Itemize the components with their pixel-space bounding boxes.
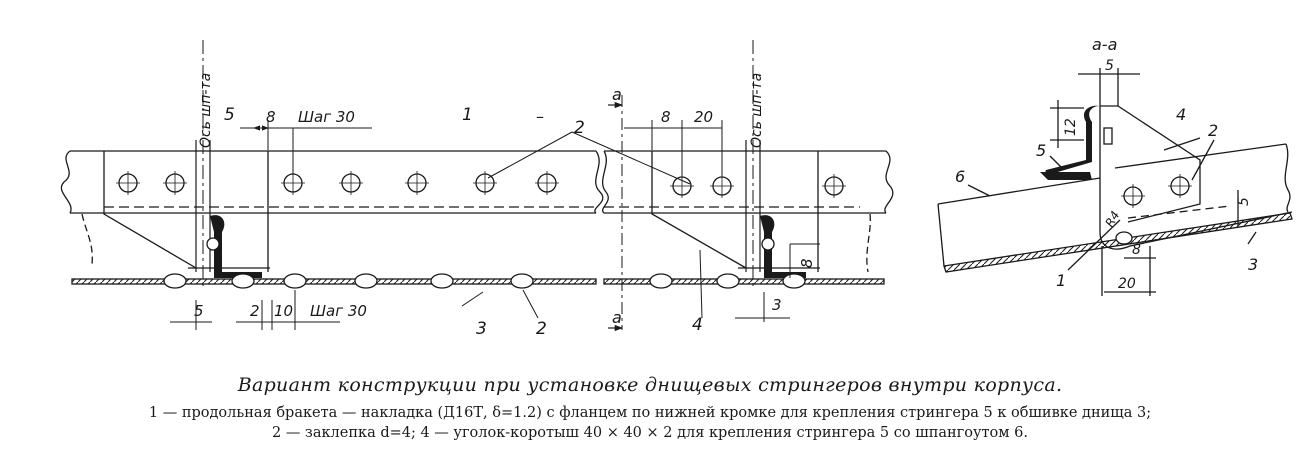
section-dim-8: 8 <box>1132 242 1141 258</box>
dim-8-right: 8 <box>661 108 671 126</box>
caption-title: Вариант конструкции при установке днищев… <box>237 374 1063 396</box>
section-callout-3: 3 <box>1248 255 1258 274</box>
dim-10: 10 <box>274 302 293 320</box>
section-callout-1: 1 <box>1056 271 1066 290</box>
section-callout-6: 6 <box>955 167 965 186</box>
section-callout-5: 5 <box>1036 141 1046 160</box>
callout-3: 3 <box>476 319 487 339</box>
section-view <box>937 68 1293 296</box>
callout-5: 5 <box>224 105 235 125</box>
bottom-plating-3 <box>71 278 597 285</box>
callout-1: 1 <box>462 105 473 125</box>
bracket-1 <box>81 151 860 272</box>
section-callout-2: 2 <box>1208 121 1218 140</box>
section-radius: R4 <box>1102 209 1122 230</box>
dim-pitch-30-top: Шаг 30 <box>298 108 355 126</box>
main-dimensions <box>170 120 820 330</box>
main-view <box>60 40 894 332</box>
section-view-labels: а-а 5 12 5 8 20 R4 1 2 3 4 5 6 <box>955 35 1258 292</box>
section-callout-4: 4 <box>1176 105 1186 124</box>
frame-axis-label-right: Ось шп-та <box>749 73 765 148</box>
technical-drawing: Ось шп-та Ось шп-та a a 1 2 2 3 4 5 – 8 … <box>60 35 1293 339</box>
stringer-5 <box>60 150 894 214</box>
section-dim-5-top: 5 <box>1105 58 1114 74</box>
callout-2-bottom: 2 <box>536 319 547 339</box>
section-dim-5-right: 5 <box>1236 197 1252 206</box>
dim-pitch-30-bottom: Шаг 30 <box>310 302 367 320</box>
callout-dash: – <box>536 107 544 126</box>
dim-2: 2 <box>250 302 260 320</box>
section-mark-top: a <box>612 85 622 104</box>
legend-line-1: 1 — продольная бракета — накладка (Д16Т,… <box>148 405 1152 421</box>
dim-8-left: 8 <box>266 108 276 126</box>
section-mark-bottom: a <box>612 308 622 327</box>
main-view-labels: Ось шп-та Ось шп-та a a 1 2 2 3 4 5 – 8 … <box>194 73 816 339</box>
frame-axis-label-left: Ось шп-та <box>198 73 214 148</box>
dim-8-vertical: 8 <box>798 258 816 268</box>
dim-3: 3 <box>772 296 782 314</box>
bracket-right <box>651 151 871 273</box>
callout-4: 4 <box>692 315 703 335</box>
callout-2-top: 2 <box>574 118 585 138</box>
section-title: а-а <box>1092 35 1117 54</box>
dim-20: 20 <box>694 108 713 126</box>
section-dim-20: 20 <box>1118 276 1136 292</box>
rivet-holes <box>116 171 846 289</box>
legend-line-2: 2 — заклепка d=4; 4 — уголок-коротыш 40 … <box>271 425 1029 441</box>
dim-5: 5 <box>194 302 204 320</box>
section-dim-12: 12 <box>1063 118 1079 136</box>
